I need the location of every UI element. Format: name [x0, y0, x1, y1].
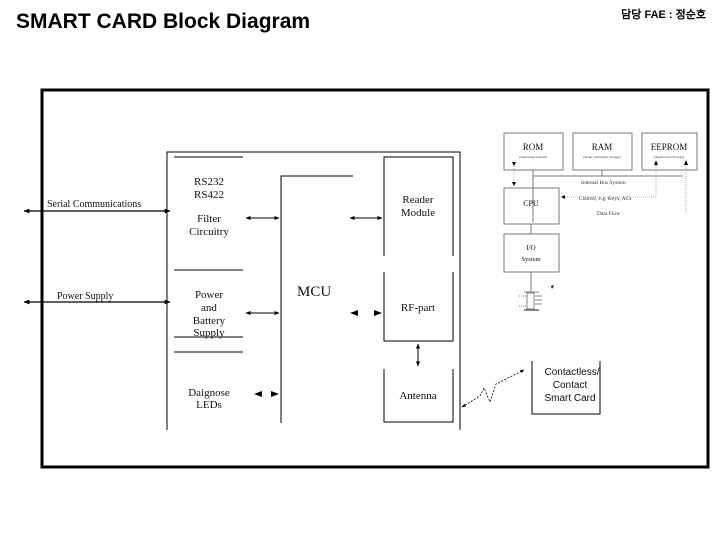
reader-board: RS232 RS422 Filter Circuitry Power and B…	[166, 151, 461, 430]
io-system-block: I/O System	[503, 233, 560, 273]
smart-card-block: Contactless/ Contact Smart Card	[531, 361, 601, 415]
power-line3: Battery	[193, 315, 226, 327]
internal-bus: Internal Bus System	[512, 160, 683, 222]
cpu-block: CPU	[503, 187, 560, 225]
antenna-label: Antenna	[399, 390, 436, 402]
diagram-frame	[40, 88, 710, 469]
bus-label: Internal Bus System	[581, 180, 626, 186]
eeprom-label: EEPROM	[651, 142, 688, 152]
rom-sub: (Operating System)	[519, 155, 547, 159]
diagnose-leds-block: Daignose LEDs	[188, 387, 230, 411]
rs232-filter-block: RS232 RS422 Filter Circuitry	[189, 176, 229, 238]
power-supply-link: Power Supply	[23, 291, 171, 305]
wireless-link	[461, 369, 525, 408]
reader-module-block: Reader Module	[383, 156, 454, 256]
eeprom-block: EEPROM (Application Storage)	[641, 132, 698, 171]
card-contact-icon	[519, 291, 542, 311]
antenna-block: Antenna	[383, 369, 454, 423]
card-internals: ROM (Operating System) RAM (Temp. Operat…	[503, 132, 698, 311]
serial-communications-link: Serial Communications	[23, 199, 171, 214]
ram-block: RAM (Temp. Operation Storage)	[572, 132, 633, 171]
rom-label: ROM	[523, 142, 544, 152]
fae-label: 담당 FAE : 정순호	[621, 9, 706, 21]
rf-part-block: RF-part	[383, 272, 454, 342]
reader-line2: Module	[401, 207, 435, 219]
dataflow-label: Data Flow	[597, 211, 620, 217]
card-line3: Smart Card	[544, 393, 595, 404]
rf-part-label: RF-part	[401, 302, 435, 314]
mcu-block: MCU	[280, 175, 353, 423]
rs-line2: RS422	[194, 189, 224, 201]
mcu-label: MCU	[297, 284, 331, 300]
power-battery-block: Power and Battery Supply	[193, 289, 226, 339]
control-label: Control, e.g. Keys, ACs	[579, 196, 631, 202]
power-line1: Power	[195, 289, 223, 301]
power-line2: and	[201, 302, 217, 314]
eeprom-sub: (Application Storage)	[654, 155, 685, 159]
rs-line1: RS232	[194, 176, 224, 188]
mcu-rfpart-arrow	[350, 310, 382, 316]
page-title: SMART CARD Block Diagram	[16, 10, 311, 33]
cpu-label: CPU	[523, 199, 539, 208]
ram-sub: (Temp. Operation Storage)	[583, 155, 621, 159]
io-line1: I/O	[526, 244, 535, 252]
reader-line1: Reader	[402, 194, 433, 206]
card-line2: Contact	[553, 380, 588, 391]
card-line1: Contactless/	[544, 367, 599, 378]
filter-line2: Circuitry	[189, 226, 229, 238]
io-line2: System	[521, 256, 540, 263]
control-lines: Control, e.g. Keys, ACs Data Flow	[561, 160, 688, 217]
power-line4: Supply	[193, 327, 225, 339]
leds-mcu-arrow	[254, 391, 279, 397]
leds-line2: LEDs	[196, 399, 222, 411]
filter-line1: Filter	[197, 213, 221, 225]
leds-line1: Daignose	[188, 387, 230, 399]
small-marker-icon	[551, 285, 554, 289]
rom-block: ROM (Operating System)	[503, 132, 564, 171]
serial-communications-label: Serial Communications	[47, 199, 141, 210]
ram-label: RAM	[592, 142, 613, 152]
power-supply-label: Power Supply	[57, 291, 113, 302]
